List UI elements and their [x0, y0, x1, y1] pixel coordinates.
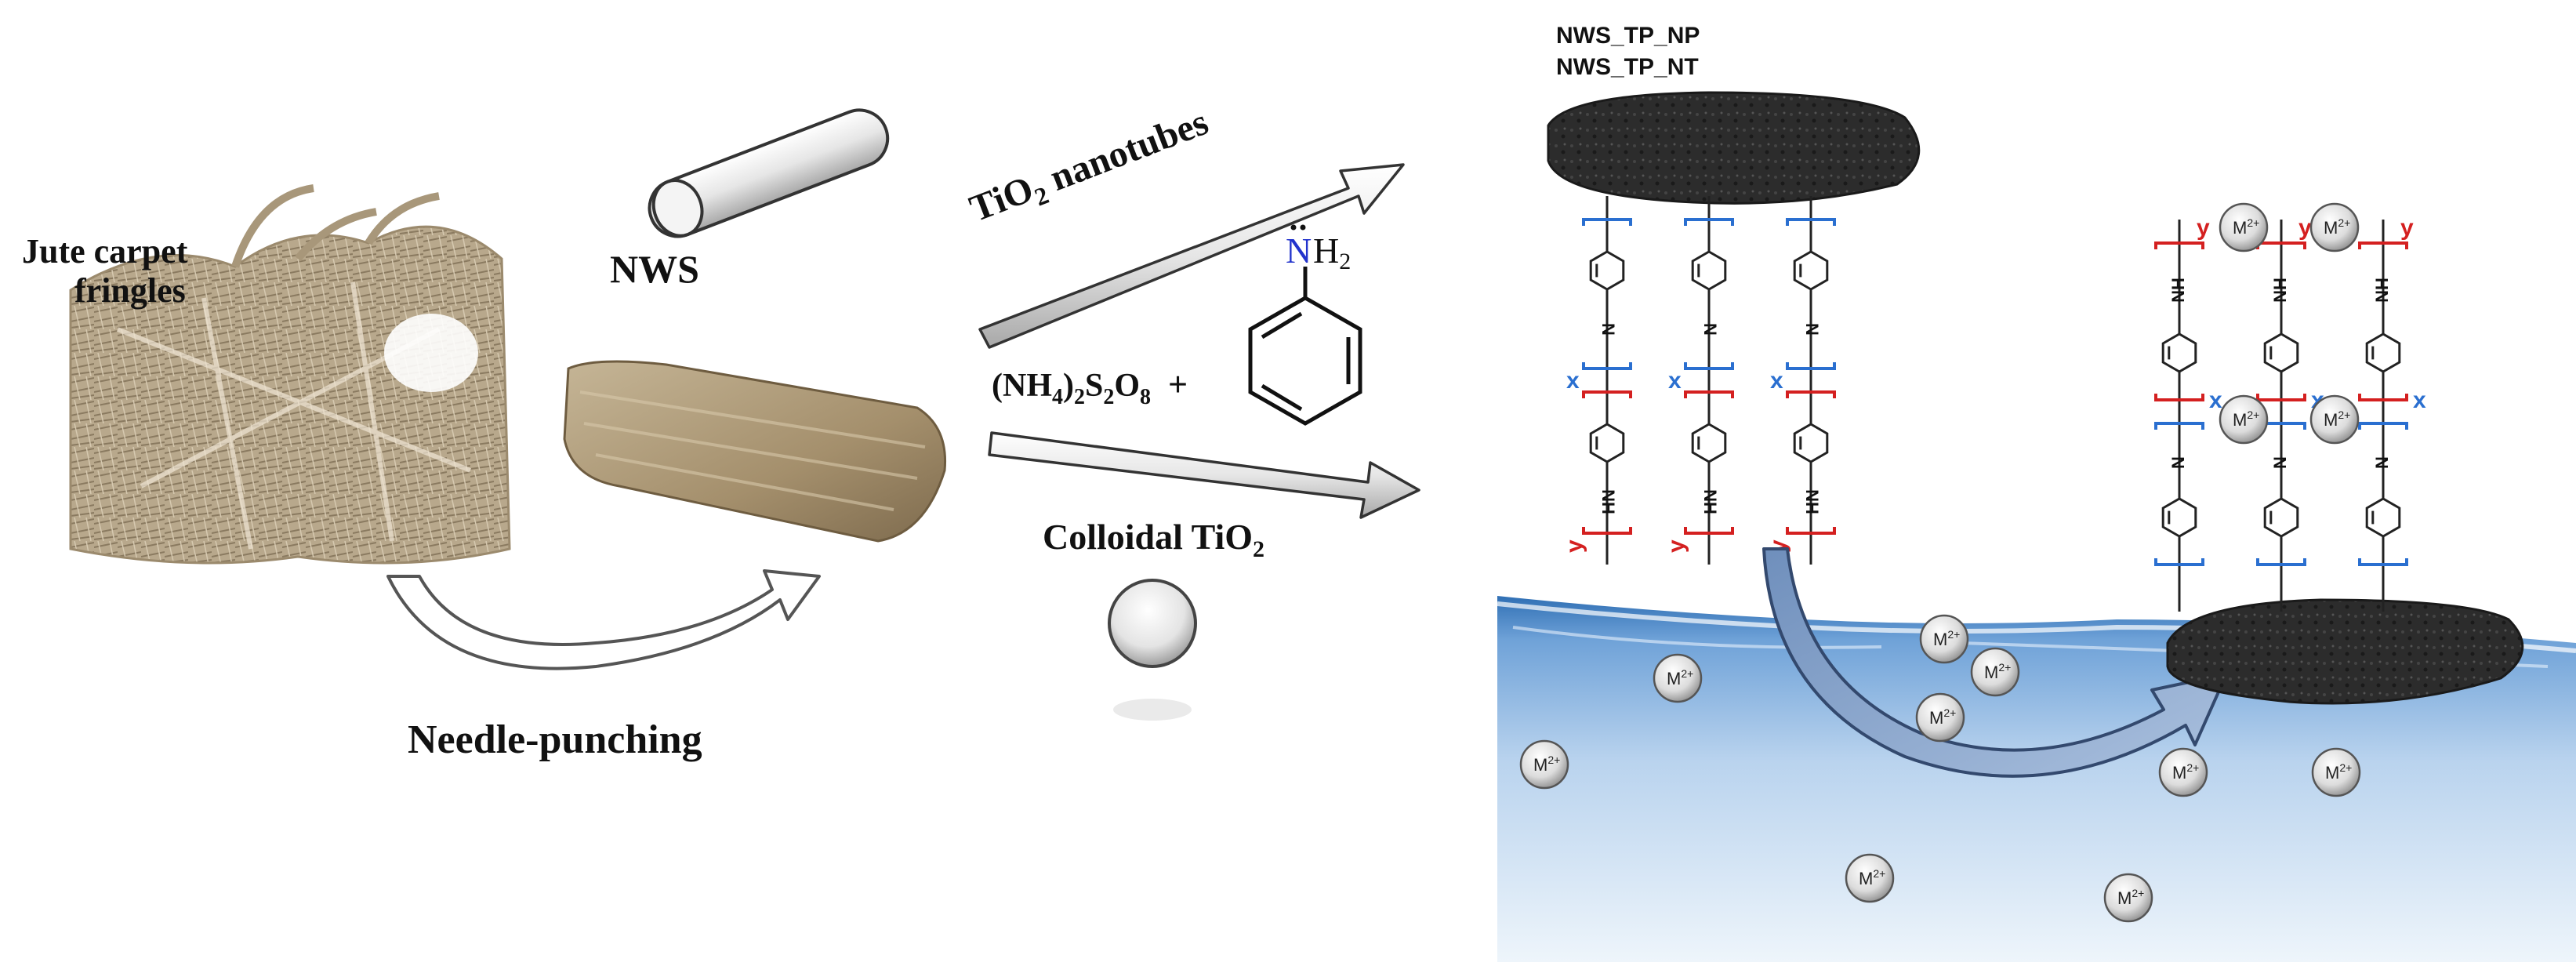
metal-ion-label: M2+: [1533, 754, 1560, 775]
chain-nitrogen: NH: [1598, 489, 1618, 514]
metal-ion: M2+: [1915, 692, 1965, 743]
chain-nitrogen: NH: [2168, 278, 2188, 303]
transfer-arrow: [1762, 547, 2228, 778]
needle-punching-arrow: [386, 569, 821, 670]
lower-chain: yNH xN: [2154, 215, 2222, 612]
plus-sign: +: [1168, 365, 1188, 404]
product-label-np: NWS_TP_NP: [1556, 23, 1700, 49]
chain-nitrogen: N: [1802, 323, 1822, 336]
jute-label-line2: fringles: [74, 271, 186, 310]
upper-chain: N NH x y: [1562, 196, 1632, 565]
chain-nitrogen: N: [1700, 323, 1720, 336]
metal-ion-label: M2+: [1984, 661, 2011, 682]
chain-nitrogen: NH: [1700, 489, 1720, 514]
chain-nitrogen: N: [2168, 456, 2188, 469]
metal-ion-label: M2+: [2324, 409, 2350, 430]
metal-ion: M2+: [1519, 739, 1569, 790]
chain-nitrogen: NH: [2372, 278, 2392, 303]
needle-punching-label: Needle-punching: [408, 717, 702, 762]
metal-ion-label: M2+: [2172, 761, 2199, 783]
metal-ion-label: M2+: [1929, 706, 1956, 728]
metal-ion: M2+: [2158, 747, 2208, 797]
y-repeat-label: y: [1562, 539, 1587, 553]
y-repeat-label: y: [2400, 215, 2414, 241]
nws-label: NWS: [610, 247, 699, 291]
product-label-nt: NWS_TP_NT: [1556, 54, 1699, 80]
tio2-nanotube-rod: [648, 108, 890, 238]
chain-nitrogen: N: [2270, 456, 2290, 469]
metal-ion: M2+: [2311, 747, 2361, 797]
x-repeat-label: x: [1770, 368, 1783, 394]
nws-mat-image: [563, 360, 947, 543]
jute-fiber-image: [69, 184, 511, 565]
lower-nanosheet: [2166, 598, 2524, 705]
metal-ion: M2+: [1845, 853, 1895, 903]
metal-ion: M2+: [2219, 202, 2269, 252]
y-repeat-label: y: [1664, 539, 1689, 553]
x-repeat-label: x: [1668, 368, 1682, 394]
y-repeat-label: y: [2197, 215, 2210, 241]
lower-chain: yNH xN: [2358, 215, 2426, 612]
metal-ion-label: M2+: [2233, 216, 2259, 238]
metal-ion-label: M2+: [2117, 887, 2144, 908]
metal-ion: M2+: [1653, 653, 1703, 703]
metal-ion-label: M2+: [2324, 216, 2350, 238]
colloidal-reaction-arrow: [988, 431, 1420, 519]
chain-nitrogen: NH: [2270, 278, 2290, 303]
chain-nitrogen: N: [1598, 323, 1618, 336]
y-repeat-label: y: [2298, 215, 2312, 241]
x-repeat-label: x: [2209, 387, 2222, 413]
metal-ion: M2+: [2219, 394, 2269, 445]
metal-ion: M2+: [1919, 614, 1969, 664]
chain-nitrogen: N: [2372, 456, 2392, 469]
ammonium-persulfate-label: (NH4)2S2O8: [992, 368, 1151, 409]
metal-ion-label: M2+: [2325, 761, 2352, 783]
nanotube-reaction-arrow: [978, 163, 1405, 349]
metal-ion: M2+: [2309, 394, 2360, 445]
aniline-hydrogen: H2: [1313, 231, 1351, 274]
upper-chain: N NH x y: [1664, 196, 1734, 565]
x-repeat-label: x: [1566, 368, 1580, 394]
x-repeat-label: x: [2413, 387, 2426, 413]
metal-ion: M2+: [1970, 647, 2020, 697]
jute-label-line1: Jute carpet: [22, 232, 188, 271]
metal-ion-label: M2+: [1667, 667, 1693, 688]
metal-ion: M2+: [2103, 873, 2153, 923]
metal-ion-label: M2+: [1859, 867, 1885, 888]
upper-nanosheet: [1547, 91, 1921, 205]
chain-nitrogen: NH: [1802, 489, 1822, 514]
aniline-nitrogen: N: [1286, 231, 1312, 271]
colloidal-tio2-label: Colloidal TiO2: [1043, 517, 1264, 562]
tio2-nanotubes-label: TiO2 nanotubes: [964, 101, 1215, 234]
tio2-colloid-sphere: [1108, 579, 1197, 721]
metal-ion-layer: M2+ M2+ M2+ M2+ M2+ M2+ M2+ M2+ M2+ M2+ M2+ M2+ M2+: [1519, 202, 2361, 923]
metal-ion-label: M2+: [1933, 628, 1960, 649]
aniline-structure: [1248, 224, 1362, 426]
metal-ion-label: M2+: [2233, 409, 2259, 430]
metal-ion: M2+: [2309, 202, 2360, 252]
